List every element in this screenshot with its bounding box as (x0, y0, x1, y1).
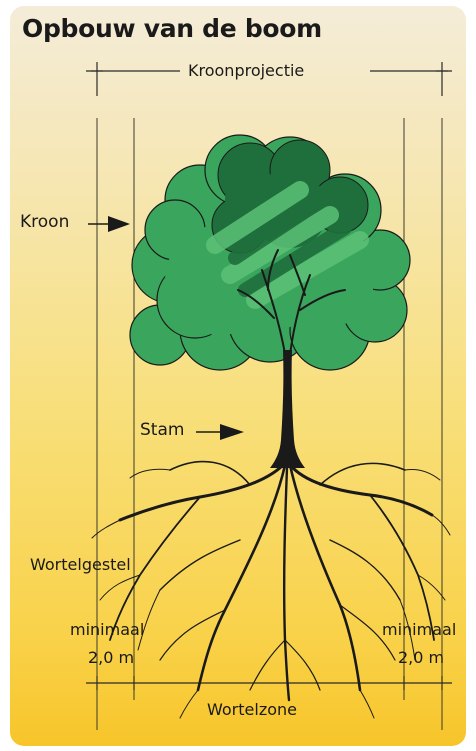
distance-left-label: 2,0 m (88, 648, 134, 667)
minimaal-right-label: minimaal (382, 620, 456, 639)
kroonprojectie-label: Kroonprojectie (188, 61, 304, 80)
distance-right-label: 2,0 m (398, 648, 444, 667)
tree-trunk (270, 350, 305, 468)
stam-arrow (196, 424, 244, 440)
wortelgestel-label: Wortelgestel (30, 555, 131, 574)
kroon-arrow (88, 216, 130, 232)
diagram-title: Opbouw van de boom (22, 14, 322, 43)
tree-roots (92, 462, 450, 718)
wortelzone-label: Wortelzone (207, 700, 297, 719)
stam-label: Stam (140, 420, 184, 440)
wortelzone-dimension-line (86, 676, 452, 690)
tree-crown (130, 135, 410, 372)
minimaal-left-label: minimaal (70, 620, 144, 639)
kroon-label: Kroon (20, 212, 69, 232)
